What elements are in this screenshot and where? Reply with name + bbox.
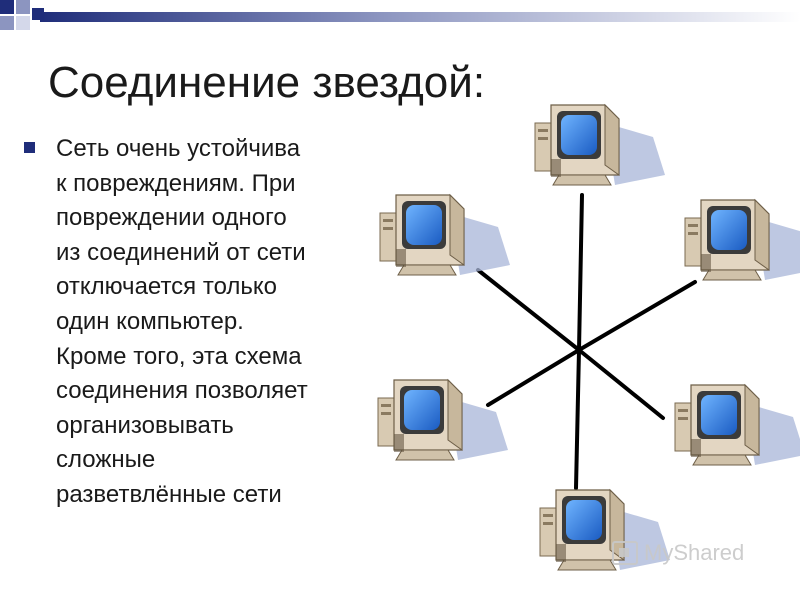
computer-icon — [379, 194, 511, 276]
connection-line — [476, 268, 581, 352]
watermark-logo-icon — [612, 541, 638, 565]
connection-line — [574, 348, 581, 490]
computer-icon — [534, 104, 666, 186]
watermark: MyShared — [612, 540, 744, 566]
connection-lines — [476, 193, 697, 490]
watermark-text: MyShared — [644, 540, 745, 565]
square-bullet-icon — [24, 142, 35, 153]
decor-square — [0, 0, 14, 14]
connection-line — [486, 348, 581, 407]
bullet-list: Сеть очень устойчива к повреждениям. При… — [24, 132, 366, 513]
top-decorative-bar — [0, 0, 800, 30]
decor-square — [16, 16, 30, 30]
computer-icon — [377, 379, 509, 461]
computer-icon — [674, 384, 800, 466]
decor-square — [32, 8, 44, 20]
slide-title: Соединение звездой: — [48, 58, 486, 107]
decor-square — [16, 0, 30, 14]
bullet-item: Сеть очень устойчива к повреждениям. При… — [24, 132, 366, 513]
computer-icon — [684, 199, 800, 281]
connection-line — [577, 348, 665, 420]
decor-square — [0, 16, 14, 30]
bullet-text: Сеть очень устойчива к повреждениям. При… — [56, 135, 308, 508]
connection-line — [577, 280, 697, 352]
connection-line — [577, 193, 584, 352]
